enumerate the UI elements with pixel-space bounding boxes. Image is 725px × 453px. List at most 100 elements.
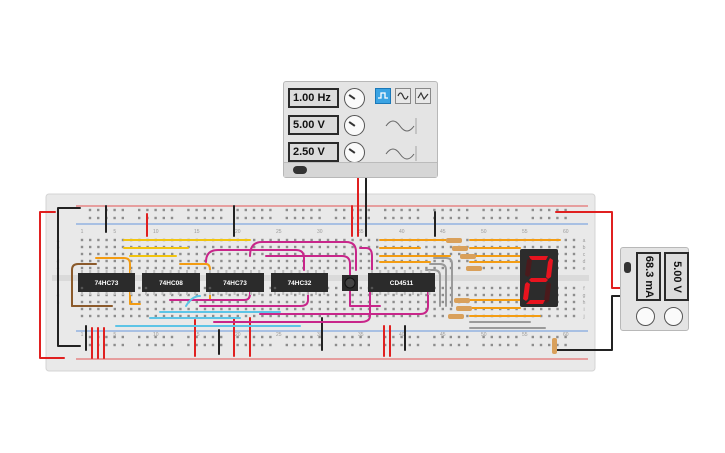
hole[interactable] bbox=[269, 314, 272, 318]
rail-hole[interactable] bbox=[310, 335, 313, 339]
hole[interactable] bbox=[179, 266, 182, 270]
rail-hole[interactable] bbox=[170, 208, 174, 212]
hole[interactable] bbox=[203, 252, 207, 256]
hole[interactable] bbox=[376, 259, 379, 263]
rail-hole[interactable] bbox=[384, 216, 387, 220]
hole[interactable] bbox=[285, 238, 289, 242]
hole[interactable] bbox=[474, 286, 477, 290]
hole[interactable] bbox=[359, 293, 362, 297]
rail-hole[interactable] bbox=[121, 335, 124, 339]
ic-chip[interactable]: 74HC08 bbox=[142, 270, 200, 295]
hole[interactable] bbox=[441, 252, 444, 256]
hole[interactable] bbox=[564, 266, 567, 270]
hole[interactable] bbox=[425, 266, 428, 270]
hole[interactable] bbox=[244, 307, 248, 311]
rail-hole[interactable] bbox=[97, 208, 100, 212]
hole[interactable] bbox=[351, 252, 354, 256]
hole[interactable] bbox=[212, 245, 215, 249]
hole[interactable] bbox=[138, 300, 141, 304]
hole[interactable] bbox=[564, 286, 567, 290]
hole[interactable] bbox=[261, 259, 264, 263]
hole[interactable] bbox=[507, 266, 510, 270]
rail-hole[interactable] bbox=[449, 208, 452, 212]
hole[interactable] bbox=[130, 259, 133, 263]
rail-hole[interactable] bbox=[334, 216, 338, 220]
hole[interactable] bbox=[343, 266, 346, 270]
rail-hole[interactable] bbox=[252, 216, 256, 220]
hole[interactable] bbox=[515, 286, 518, 290]
hole[interactable] bbox=[408, 314, 412, 318]
hole[interactable] bbox=[220, 259, 223, 263]
rail-hole[interactable] bbox=[359, 343, 362, 347]
hole[interactable] bbox=[572, 293, 576, 297]
hole[interactable] bbox=[261, 300, 264, 304]
hole[interactable] bbox=[392, 266, 395, 270]
hole[interactable] bbox=[162, 252, 166, 256]
hole[interactable] bbox=[187, 293, 190, 297]
rail-hole[interactable] bbox=[97, 216, 100, 220]
hole[interactable] bbox=[441, 259, 444, 263]
rail-hole[interactable] bbox=[441, 335, 444, 339]
hole[interactable] bbox=[171, 252, 174, 256]
hole[interactable] bbox=[97, 307, 100, 311]
hole[interactable] bbox=[130, 266, 133, 270]
rail-hole[interactable] bbox=[195, 216, 198, 220]
hole[interactable] bbox=[236, 252, 239, 256]
hole[interactable] bbox=[507, 252, 510, 256]
hole[interactable] bbox=[195, 293, 198, 297]
rail-hole[interactable] bbox=[236, 335, 239, 339]
rail-hole[interactable] bbox=[359, 335, 362, 339]
hole[interactable] bbox=[285, 245, 289, 249]
rail-hole[interactable] bbox=[367, 208, 370, 212]
hole[interactable] bbox=[335, 307, 338, 311]
rail-hole[interactable] bbox=[482, 208, 485, 212]
hole[interactable] bbox=[417, 266, 420, 270]
hole[interactable] bbox=[548, 307, 551, 311]
rail-hole[interactable] bbox=[154, 208, 157, 212]
hole[interactable] bbox=[80, 307, 84, 311]
hole[interactable] bbox=[244, 300, 248, 304]
rail-hole[interactable] bbox=[416, 216, 420, 220]
rail-hole[interactable] bbox=[449, 216, 452, 220]
hole[interactable] bbox=[187, 266, 190, 270]
rail-hole[interactable] bbox=[269, 335, 272, 339]
hole[interactable] bbox=[253, 252, 256, 256]
hole[interactable] bbox=[433, 307, 436, 311]
hole[interactable] bbox=[441, 314, 444, 318]
hole[interactable] bbox=[343, 293, 346, 297]
hole[interactable] bbox=[351, 259, 354, 263]
hole[interactable] bbox=[236, 245, 239, 249]
hole[interactable] bbox=[294, 307, 297, 311]
rail-hole[interactable] bbox=[261, 208, 264, 212]
rail-hole[interactable] bbox=[359, 208, 362, 212]
rail-hole[interactable] bbox=[88, 335, 92, 339]
hole[interactable] bbox=[449, 252, 453, 256]
hole[interactable] bbox=[253, 314, 256, 318]
rail-hole[interactable] bbox=[236, 216, 239, 220]
rail-hole[interactable] bbox=[310, 216, 313, 220]
hole[interactable] bbox=[244, 252, 248, 256]
hole[interactable] bbox=[302, 314, 305, 318]
rail-hole[interactable] bbox=[88, 216, 92, 220]
hole[interactable] bbox=[310, 252, 313, 256]
hole[interactable] bbox=[228, 293, 231, 297]
hole[interactable] bbox=[441, 245, 444, 249]
hole[interactable] bbox=[294, 245, 297, 249]
rail-hole[interactable] bbox=[433, 208, 436, 212]
rail-hole[interactable] bbox=[416, 208, 420, 212]
hole[interactable] bbox=[154, 266, 157, 270]
hole[interactable] bbox=[121, 307, 125, 311]
hole[interactable] bbox=[376, 314, 379, 318]
rail-hole[interactable] bbox=[244, 208, 247, 212]
rail-hole[interactable] bbox=[244, 216, 247, 220]
hole[interactable] bbox=[105, 259, 108, 263]
hole[interactable] bbox=[261, 245, 264, 249]
hole[interactable] bbox=[458, 286, 461, 290]
rail-hole[interactable] bbox=[187, 208, 190, 212]
rail-hole[interactable] bbox=[515, 216, 518, 220]
hole[interactable] bbox=[203, 307, 207, 311]
hole[interactable] bbox=[277, 266, 280, 270]
hole[interactable] bbox=[269, 238, 272, 242]
hole[interactable] bbox=[138, 266, 141, 270]
hole[interactable] bbox=[228, 266, 231, 270]
